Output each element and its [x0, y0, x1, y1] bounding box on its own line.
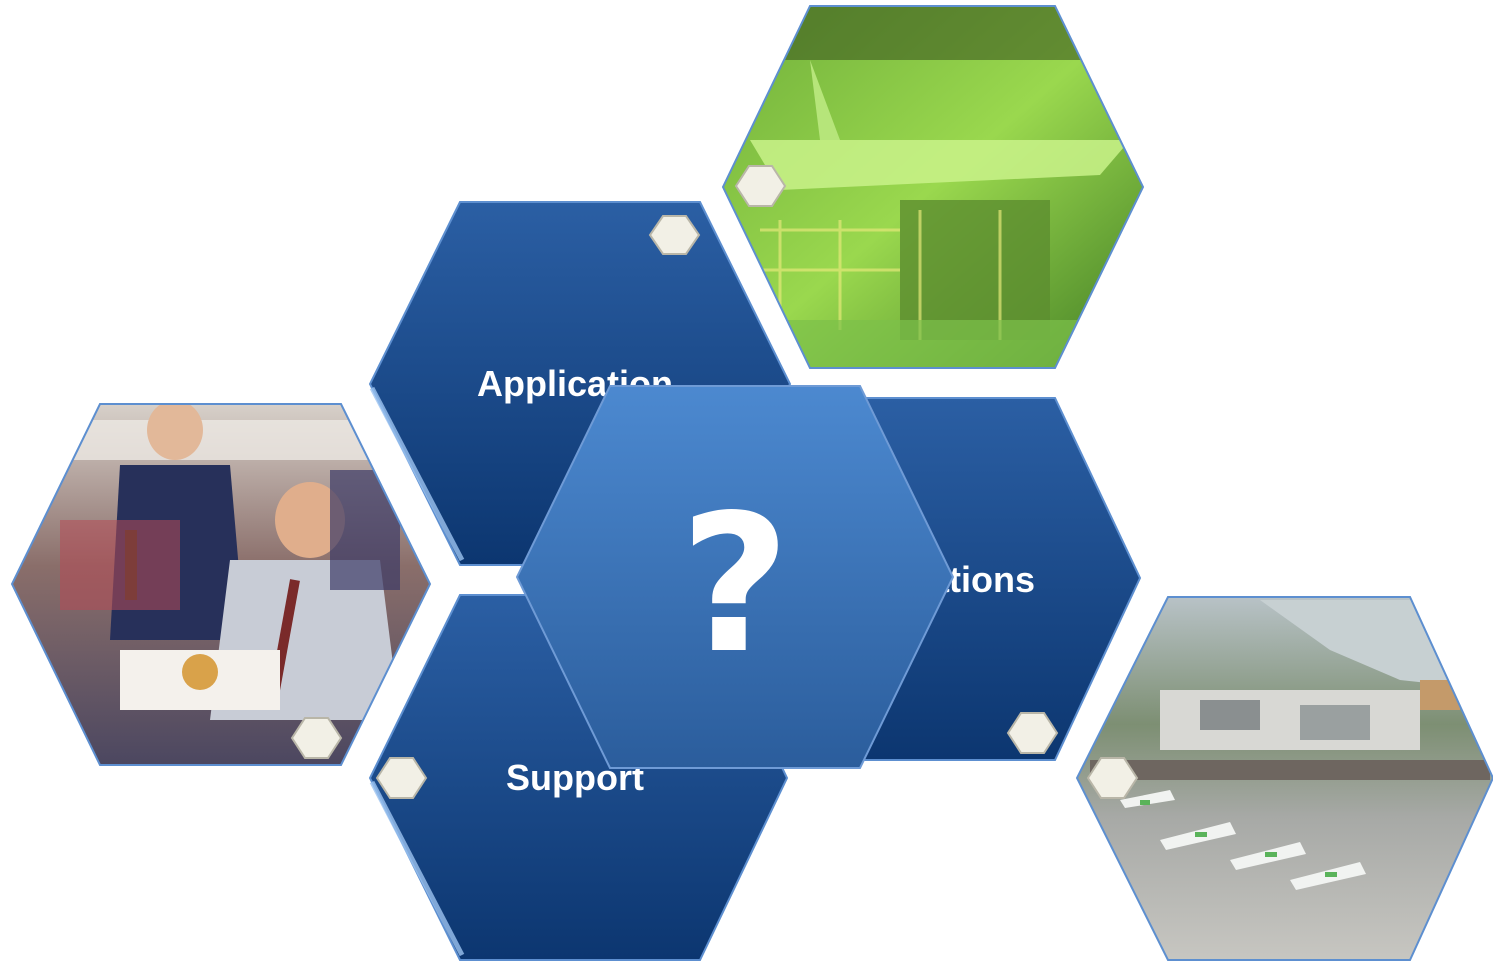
small-hexagon-marker — [734, 165, 787, 207]
center-question-hexagon: ? — [515, 385, 955, 769]
small-hexagon-marker — [375, 757, 428, 799]
small-hexagon-marker — [648, 215, 701, 255]
small-hexagon-marker — [290, 717, 343, 759]
airport-aerial-photo — [1075, 596, 1493, 961]
small-hexagon-marker — [1086, 757, 1139, 799]
small-hexagon-marker — [1006, 712, 1059, 754]
cabin-service-photo — [10, 403, 432, 766]
question-mark: ? — [680, 474, 790, 695]
